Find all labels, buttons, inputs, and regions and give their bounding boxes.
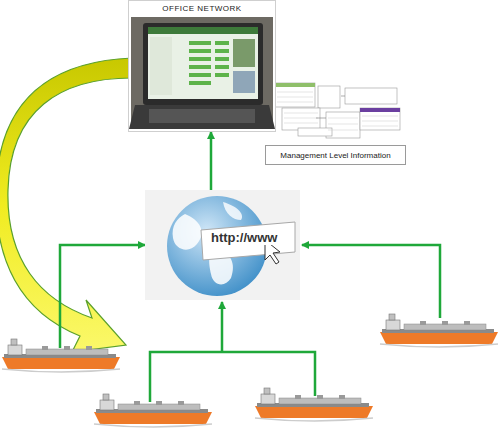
info-box: Management Level Information	[265, 145, 406, 165]
ship	[255, 388, 373, 421]
url-text: http://www	[209, 230, 279, 245]
internet-globe: http://www	[145, 190, 300, 300]
ship	[94, 394, 212, 427]
globe-illustration	[145, 190, 300, 300]
info-label: Management Level Information	[266, 151, 405, 160]
office-network-box: OFFICE NETWORK	[128, 0, 276, 132]
ship	[380, 314, 498, 347]
network-title: OFFICE NETWORK	[129, 4, 275, 13]
report-thumbnails	[275, 83, 400, 138]
ship	[2, 339, 120, 372]
laptop-illustration	[129, 1, 275, 131]
uplink-arrow	[210, 132, 213, 190]
curved-arrow	[0, 58, 132, 352]
